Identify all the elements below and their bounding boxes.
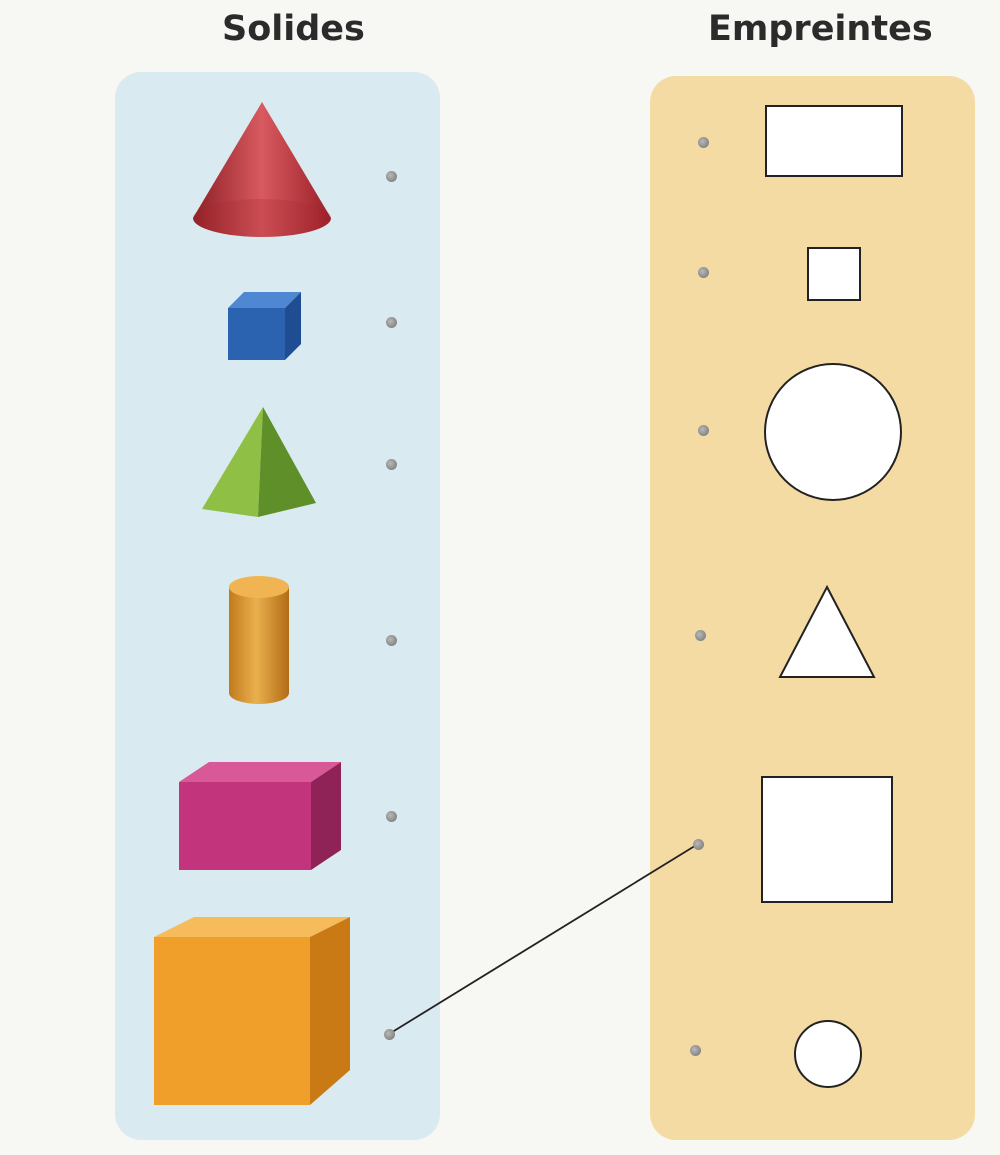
solid-dot-3[interactable]	[386, 459, 397, 470]
solid-dot-5[interactable]	[386, 811, 397, 822]
rectangle-imprint-icon	[760, 100, 910, 184]
cube-small-icon	[225, 290, 305, 365]
imprint-dot-6[interactable]	[690, 1045, 701, 1056]
solid-dot-1[interactable]	[386, 171, 397, 182]
solid-dot-6[interactable]	[384, 1029, 395, 1040]
imprints-title: Empreintes	[708, 12, 933, 47]
cube-large-icon	[150, 915, 355, 1110]
large-circle-imprint-icon	[758, 360, 908, 510]
cuboid-icon	[175, 760, 345, 875]
small-square-imprint-icon	[803, 243, 865, 305]
pyramid-icon	[200, 405, 320, 520]
imprint-dot-2[interactable]	[698, 267, 709, 278]
cylinder-icon	[225, 575, 295, 710]
large-square-imprint-icon	[757, 772, 897, 907]
small-circle-imprint-icon	[790, 1015, 868, 1093]
solids-title: Solides	[222, 12, 365, 47]
cone-icon	[190, 100, 340, 240]
imprint-dot-4[interactable]	[695, 630, 706, 641]
imprint-dot-5[interactable]	[693, 839, 704, 850]
solid-dot-2[interactable]	[386, 317, 397, 328]
solid-dot-4[interactable]	[386, 635, 397, 646]
triangle-imprint-icon	[775, 582, 880, 682]
imprint-dot-3[interactable]	[698, 425, 709, 436]
imprint-dot-1[interactable]	[698, 137, 709, 148]
